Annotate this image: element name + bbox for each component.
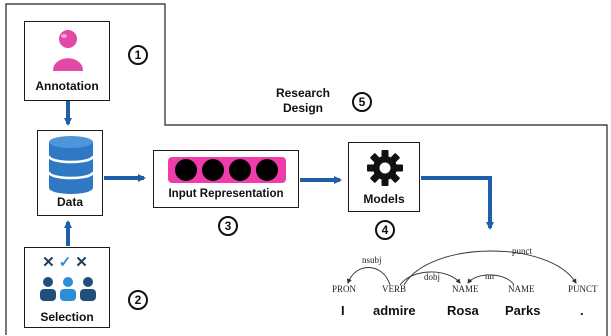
parse-word: Parks [505,303,541,318]
dep-label-nn: nn [485,271,494,281]
cross-icon: ✕ [42,254,59,271]
arrow-models-to-parse [421,176,494,230]
pos-tag: NAME [508,284,535,294]
stage-number-3: 3 [218,216,238,236]
cross-icon: ✕ [75,254,92,271]
pos-tag: NAME [452,284,479,294]
input-representation-box: Input Representation [153,150,299,208]
dep-arc-punct [403,250,577,286]
database-icon [47,136,95,194]
annotation-box: Annotation [24,21,110,101]
data-box: Data [37,130,103,216]
research-design-boundary [5,3,608,336]
parse-word: Rosa [447,303,479,318]
research-design-line2: Design [282,101,323,115]
dep-arc-nsubj [346,267,391,286]
stage-number-4: 4 [375,220,395,240]
selection-box: ✕✓✕ Selection [24,247,110,328]
pos-tag: PRON [332,284,357,294]
stage-number-1: 1 [128,45,148,65]
person-icon [53,30,83,71]
input-vector-icon [168,157,286,183]
pos-tag: VERB [382,284,407,294]
parse-word: . [580,303,584,318]
research-design-line1: Research [275,86,331,100]
models-label: Models [363,192,405,206]
dep-label-punct: punct [512,246,532,256]
research-design-label: Research Design [270,86,336,116]
pos-tag: PUNCT [568,284,598,294]
dep-label-nsubj: nsubj [362,255,382,265]
input-representation-label: Input Representation [168,188,284,200]
check-icon: ✓ [58,254,76,271]
selection-label: Selection [40,310,94,324]
people-group-icon [40,277,96,301]
data-label: Data [56,195,83,209]
selection-marks: ✕✓✕ [25,253,109,271]
models-box: Models [348,142,420,212]
stage-number-2: 2 [128,290,148,310]
gear-icon [367,150,403,186]
dep-arc-nn [467,274,515,286]
stage-number-5: 5 [352,92,372,112]
annotation-label: Annotation [35,79,99,93]
parse-word: I [341,303,345,318]
parse-word: admire [373,303,416,318]
dep-arc-dobj [399,271,461,286]
dep-label-dobj: dobj [424,272,441,282]
